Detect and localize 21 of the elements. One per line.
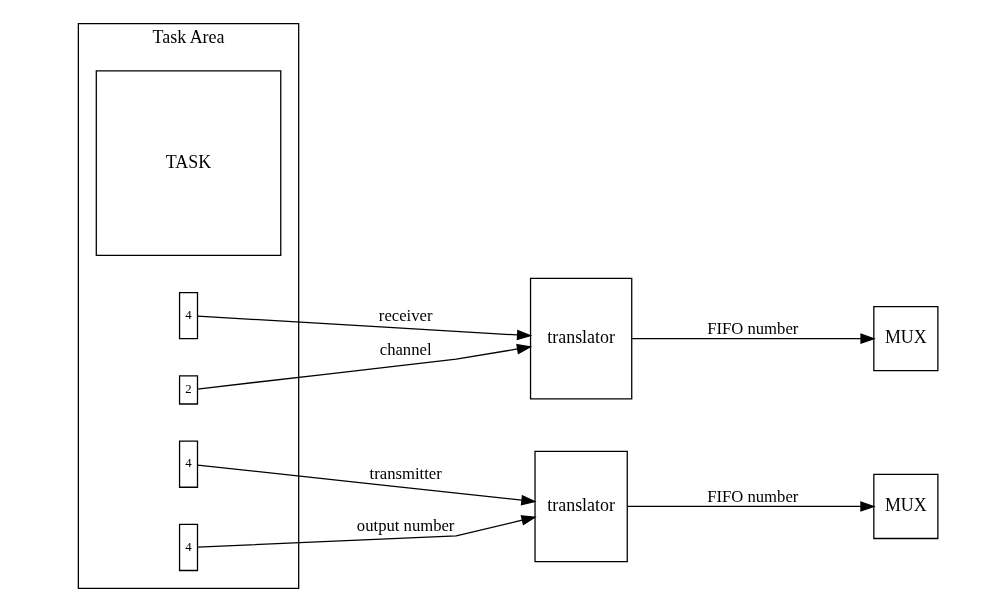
node-box: MUX	[872, 473, 938, 540]
edge-label: FIFO number	[706, 319, 798, 339]
edge-label: FIFO number	[706, 486, 798, 506]
arrow	[626, 501, 876, 512]
edge-label: output number	[356, 516, 454, 536]
edge-label: channel	[379, 339, 432, 359]
node-box: translator	[533, 450, 628, 563]
arrow	[196, 464, 537, 506]
arrow	[196, 515, 537, 548]
arrow	[196, 343, 532, 390]
node-box: translator	[529, 277, 632, 400]
node-box: TASK	[95, 70, 281, 257]
node-box: 4	[178, 291, 198, 340]
node-box: MUX	[872, 306, 938, 372]
node-box: 4	[178, 440, 198, 488]
edge-label: transmitter	[369, 463, 442, 483]
arrow	[196, 315, 532, 341]
node-box: 2	[178, 375, 198, 405]
edge-label: receiver	[378, 306, 432, 326]
node-box: 4	[178, 523, 198, 572]
arrow	[630, 333, 876, 345]
